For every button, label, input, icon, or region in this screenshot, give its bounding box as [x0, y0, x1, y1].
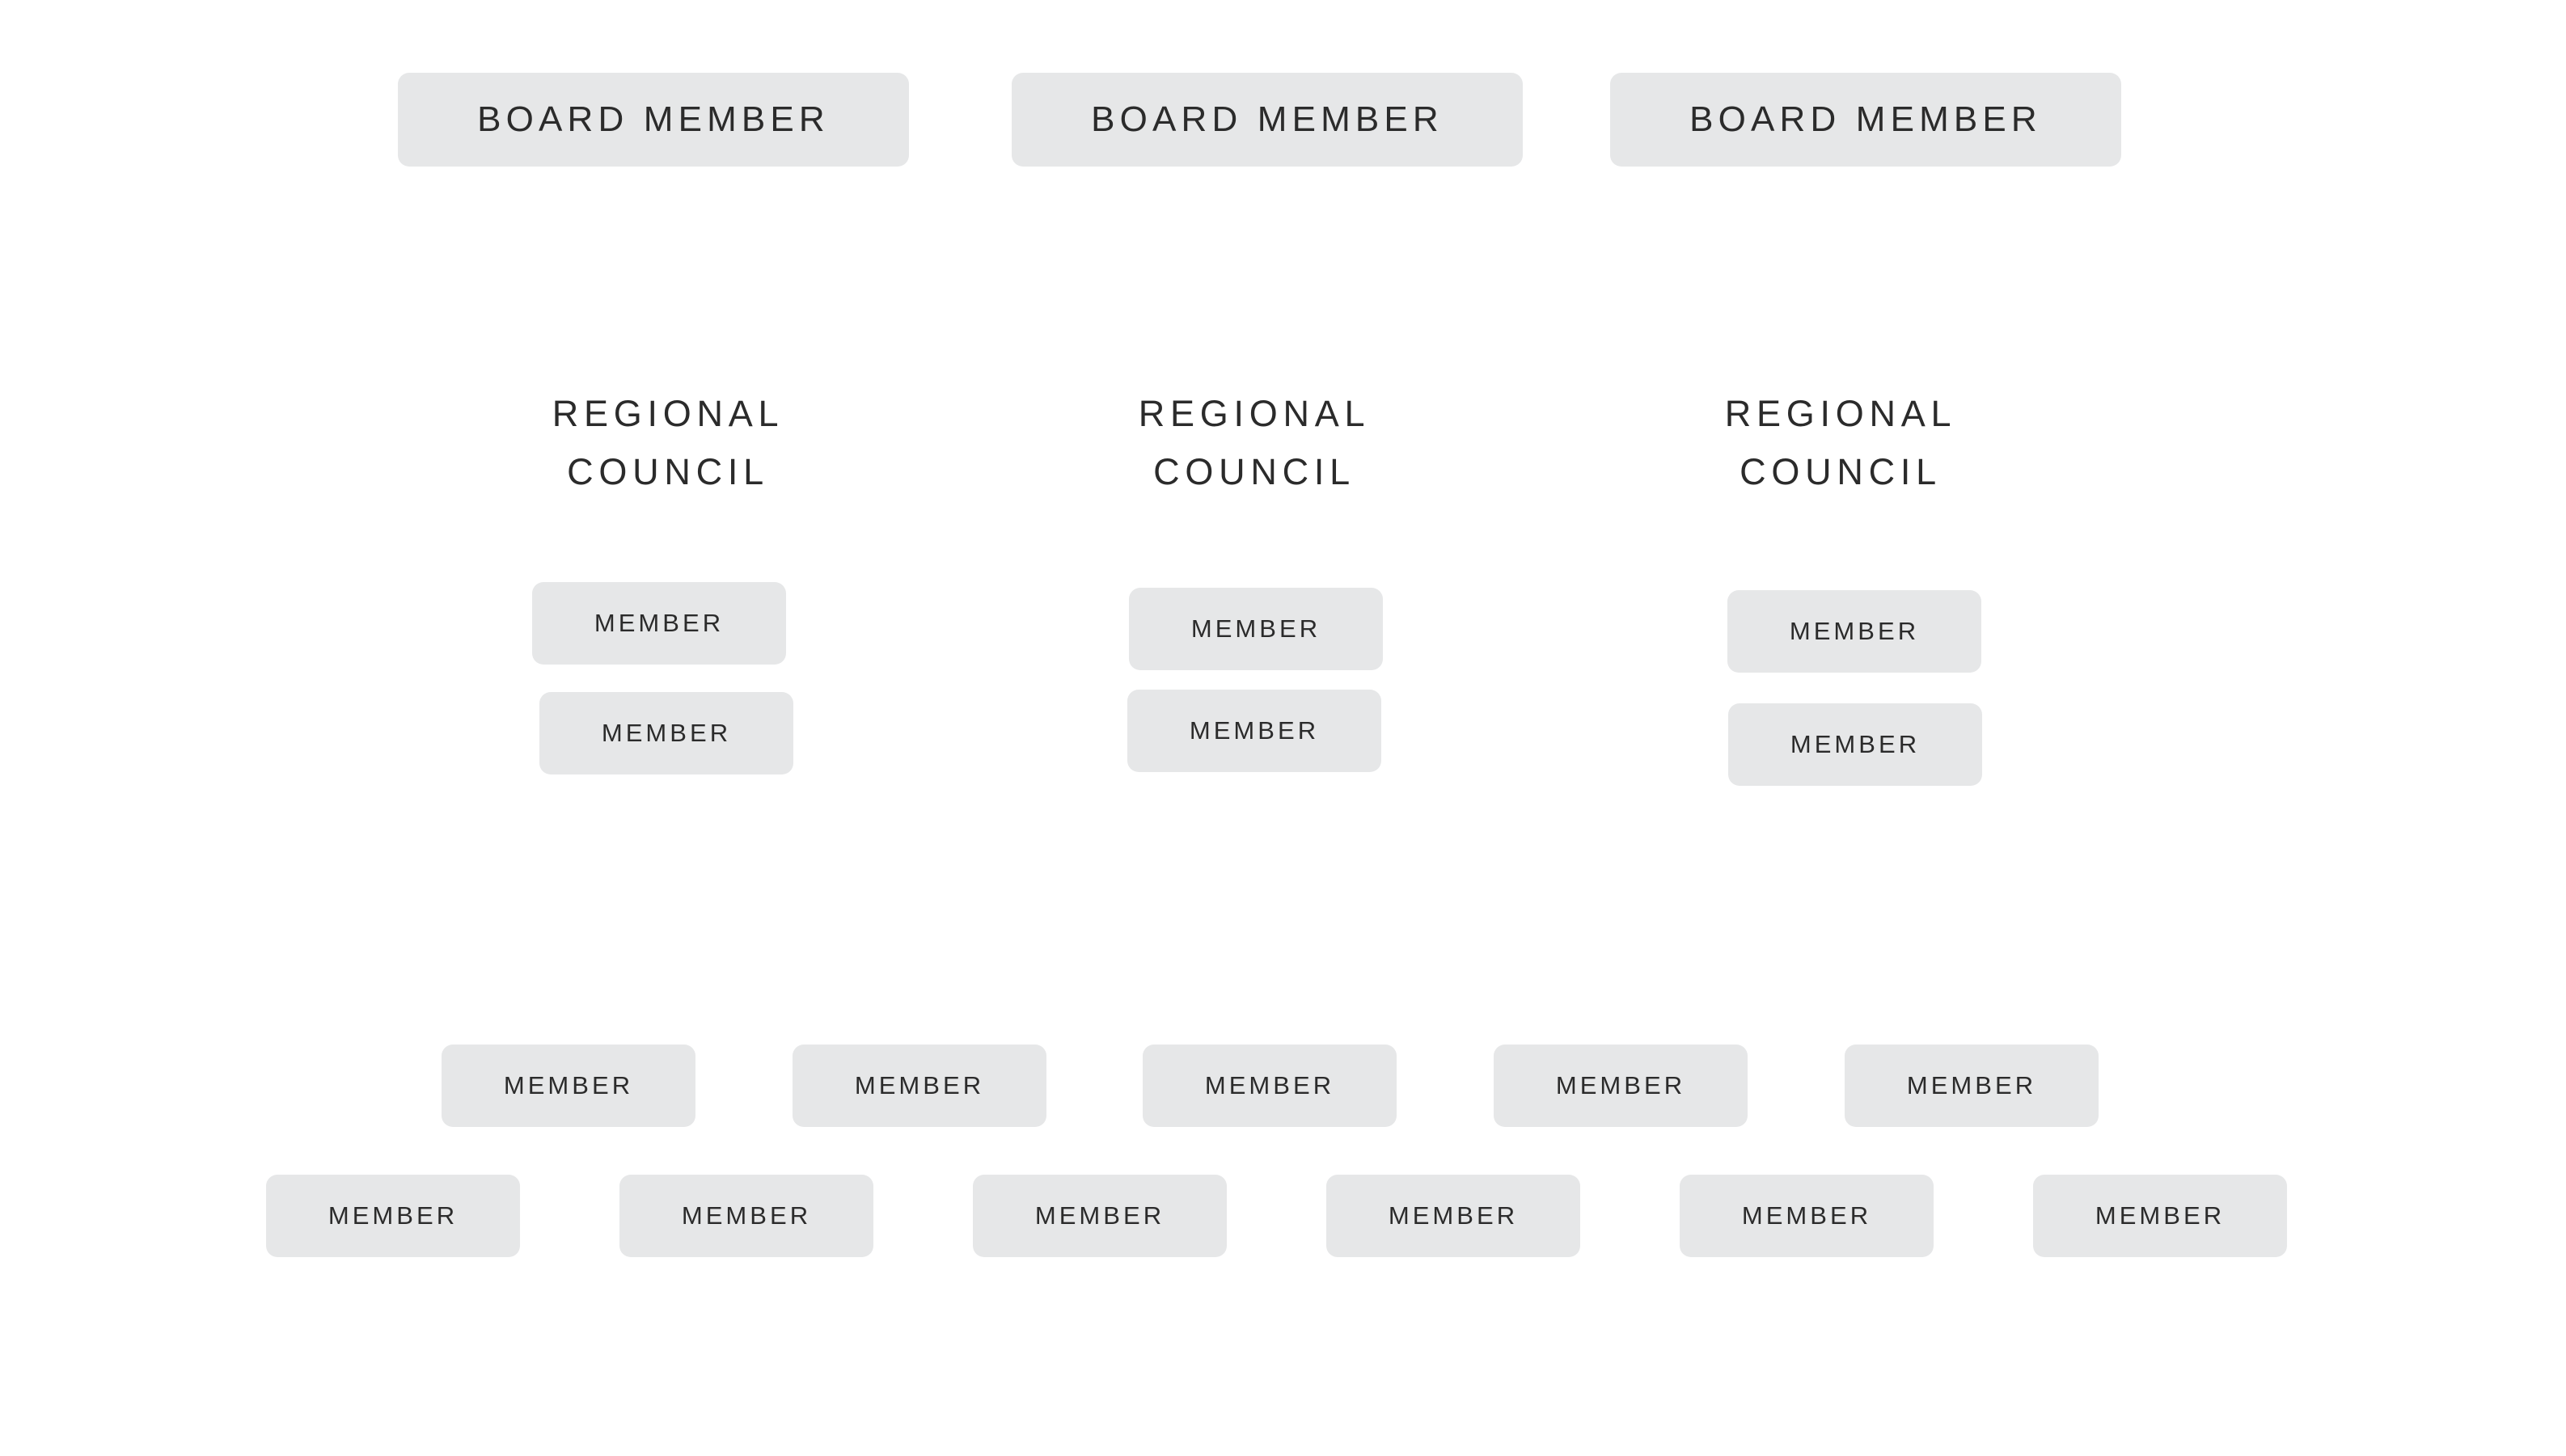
member-box: MEMBER	[973, 1175, 1227, 1257]
council-member-box: MEMBER	[1129, 588, 1383, 670]
member-box: MEMBER	[1326, 1175, 1580, 1257]
council-member-box: MEMBER	[539, 692, 793, 774]
member-box: MEMBER	[1143, 1045, 1397, 1127]
regional-council-title: REGIONAL COUNCIL	[1076, 385, 1432, 501]
board-member-box: BOARD MEMBER	[1012, 73, 1523, 167]
council-member-box: MEMBER	[1728, 703, 1982, 786]
regional-council-title: REGIONAL COUNCIL	[490, 385, 846, 501]
board-member-box: BOARD MEMBER	[398, 73, 909, 167]
council-member-box: MEMBER	[532, 582, 786, 665]
member-box: MEMBER	[1494, 1045, 1748, 1127]
member-box: MEMBER	[1680, 1175, 1934, 1257]
member-box: MEMBER	[1845, 1045, 2099, 1127]
council-title-line: COUNCIL	[1740, 451, 1942, 492]
council-title-line: COUNCIL	[567, 451, 769, 492]
council-title-line: REGIONAL	[1724, 393, 1957, 434]
council-title-line: REGIONAL	[1138, 393, 1371, 434]
member-box: MEMBER	[2033, 1175, 2287, 1257]
member-box: MEMBER	[266, 1175, 520, 1257]
council-title-line: COUNCIL	[1153, 451, 1355, 492]
member-box: MEMBER	[619, 1175, 873, 1257]
council-member-box: MEMBER	[1727, 590, 1981, 673]
council-title-line: REGIONAL	[552, 393, 784, 434]
board-member-box: BOARD MEMBER	[1610, 73, 2121, 167]
member-box: MEMBER	[793, 1045, 1046, 1127]
council-member-box: MEMBER	[1127, 690, 1381, 772]
member-box: MEMBER	[442, 1045, 695, 1127]
regional-council-title: REGIONAL COUNCIL	[1663, 385, 2019, 501]
